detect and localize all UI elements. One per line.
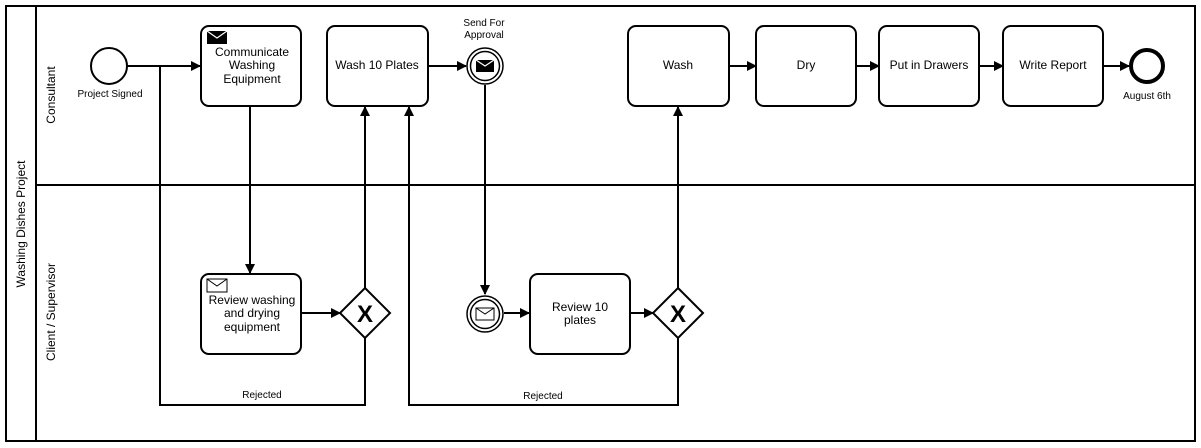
task-wash-10-plates[interactable]: Wash 10 Plates [326,25,429,107]
flow-label-rejected-2: Rejected [523,391,562,402]
receive-message-icon [206,278,228,293]
pool-label: Washing Dishes Project [14,160,28,288]
send-for-approval-event[interactable] [466,47,504,85]
lane-label-consultant: Consultant [44,66,58,124]
task-review-10-plates[interactable]: Review 10 plates [529,273,631,355]
task-label-line2: Washing [229,58,275,72]
send-message-icon [206,30,228,44]
receive-approval-event[interactable] [466,295,504,333]
task-wash[interactable]: Wash [627,25,730,107]
task-put-in-drawers[interactable]: Put in Drawers [878,25,980,107]
receive-message-icon [475,307,495,321]
flow-label-rejected-1: Rejected [242,390,281,401]
task-write-report[interactable]: Write Report [1002,25,1104,107]
end-event-label: August 6th [1123,91,1171,102]
task-label-line3: Equipment [223,72,281,86]
send-message-icon [475,59,495,72]
task-label: Wash [663,58,693,72]
task-label-line2: and drying [224,306,280,320]
task-label: Put in Drawers [890,58,969,72]
gateway-x-icon: X [357,301,373,328]
task-label: Write Report [1019,58,1087,72]
start-event-label: Project Signed [77,89,142,100]
exclusive-gateway-1[interactable]: X [338,286,392,340]
sequence-flows [127,61,1130,406]
flow-rejected-1-path [159,66,366,406]
end-event[interactable] [1129,48,1165,84]
task-dry[interactable]: Dry [755,25,857,107]
send-event-label-line2: Approval [464,30,503,41]
lane-label-client: Client / Supervisor [44,263,58,361]
task-label-line1: Communicate [215,45,289,59]
task-label: Wash 10 Plates [335,58,419,72]
task-label: Dry [797,58,816,72]
flow-rejected-2 [404,106,679,406]
send-event-label-line1: Send For [463,18,505,29]
task-communicate-washing-equipment[interactable]: Communicate Washing Equipment [200,25,302,107]
exclusive-gateway-2[interactable]: X [651,286,705,340]
task-label-line2: plates [564,313,596,327]
task-label-line1: Review 10 [552,300,608,314]
start-event[interactable] [90,47,128,85]
gateway-x-icon: X [670,301,686,328]
task-label-line3: equipment [224,320,281,334]
task-review-washing-equipment[interactable]: Review washing and drying equipment [200,273,302,355]
task-label-line1: Review washing [209,293,296,307]
